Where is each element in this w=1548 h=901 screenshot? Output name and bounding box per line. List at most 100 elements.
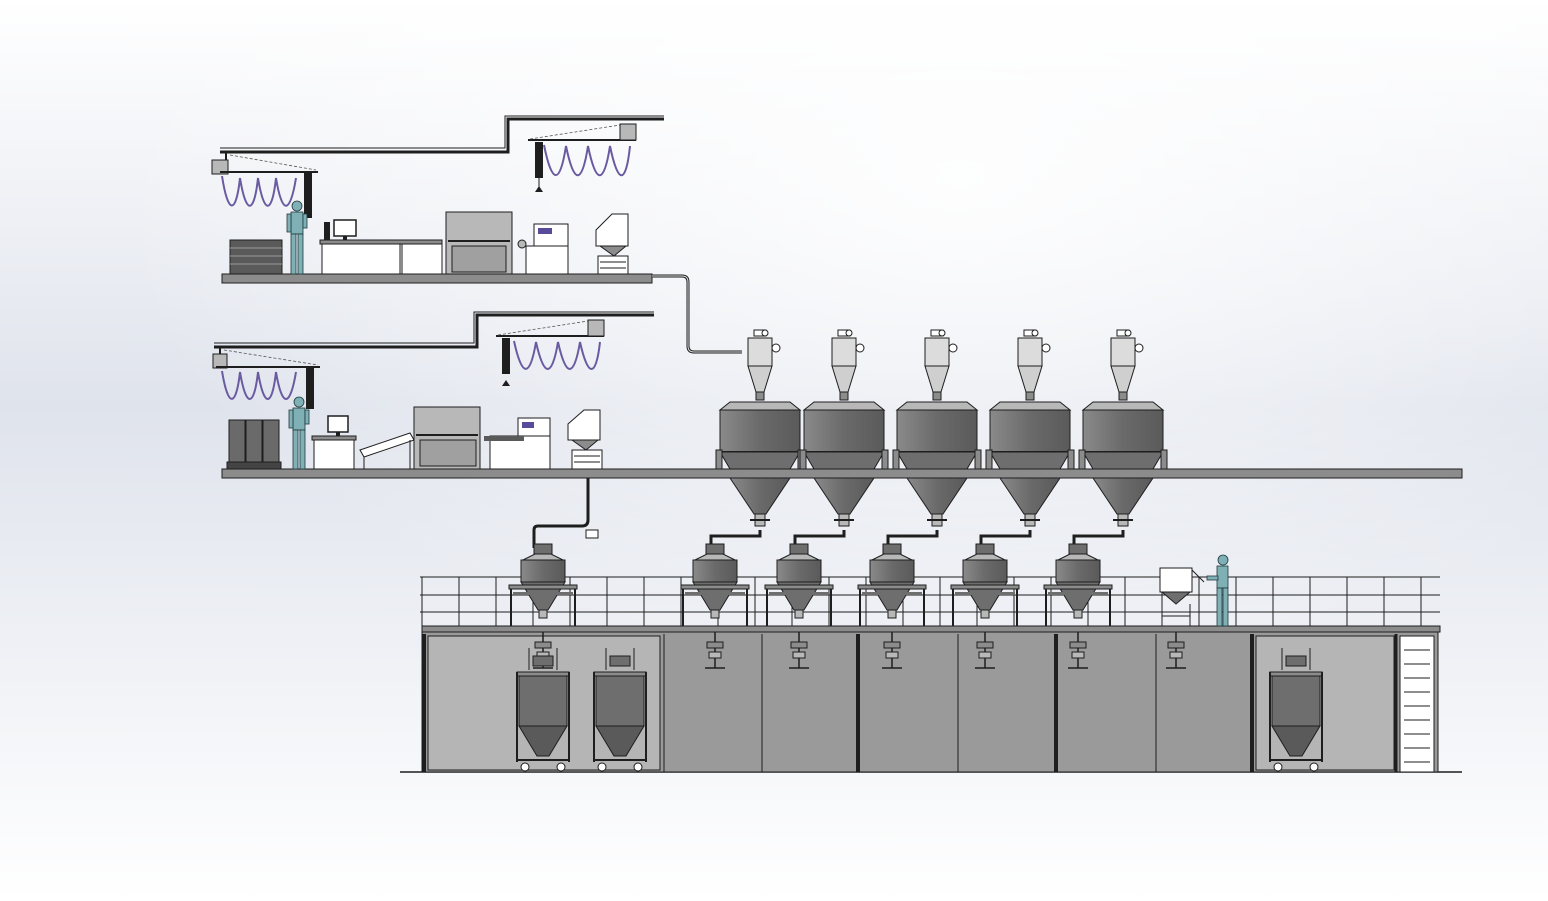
valve-flange	[885, 651, 899, 659]
vacuum-receiver	[924, 337, 950, 367]
loader-head	[1068, 543, 1088, 555]
platform-mini-hopper	[1159, 567, 1205, 626]
air-hose	[221, 370, 297, 400]
tote-body	[518, 675, 568, 727]
drum-stack	[226, 419, 282, 470]
discharge-valve-5	[975, 632, 995, 669]
hopper-outlet	[794, 609, 804, 619]
silo-lower-shell	[989, 451, 1071, 470]
mixing-hopper-3	[764, 530, 846, 626]
balancer-hoist	[304, 172, 312, 218]
silo-leg	[985, 449, 993, 470]
operator-2	[288, 396, 310, 470]
tote-caster	[556, 762, 566, 772]
tote-body	[595, 675, 645, 727]
mixing-hopper-1	[508, 524, 599, 626]
air-hose	[543, 144, 631, 177]
mixing-hopper-row	[508, 524, 1125, 626]
silo-leg	[715, 449, 723, 470]
overhead-rail-edge	[214, 311, 654, 344]
enclosure-panels	[422, 634, 1398, 772]
filter-gauge	[1041, 343, 1051, 353]
pipe-flange	[585, 529, 599, 539]
ibc-tote-row	[516, 648, 1323, 772]
silo-roof	[718, 401, 802, 411]
balancer-hoist	[306, 367, 314, 409]
silo-leg	[881, 449, 889, 470]
bag-pallet-stack	[229, 239, 283, 275]
filter-gauge	[1134, 343, 1144, 353]
hopper-frame-beam	[680, 584, 750, 590]
operator-1	[286, 200, 308, 275]
valve-flange	[978, 651, 992, 659]
valve-body	[976, 641, 994, 649]
tote-cone	[595, 725, 645, 757]
loader-head	[533, 543, 553, 555]
hopper-frame-brace	[862, 592, 922, 595]
mixing-hopper-6	[1043, 530, 1125, 626]
hopper-shell	[692, 559, 738, 583]
overhead-rail-edge	[220, 115, 664, 149]
upper-station-1	[211, 115, 742, 354]
discharge-valve-4	[882, 632, 902, 669]
silo-leg	[799, 449, 807, 470]
valve-flange	[1169, 651, 1183, 659]
tote-lid	[516, 671, 570, 677]
control-cabinet	[484, 417, 551, 470]
receiver-outlet	[932, 391, 942, 401]
receiver-outlet	[839, 391, 849, 401]
jib-crane-right	[528, 123, 637, 192]
overhead-rail	[220, 117, 664, 154]
valve-body	[883, 641, 901, 649]
tote-lid	[1269, 671, 1323, 677]
weighing-machine	[445, 211, 513, 275]
storage-silo-5	[1078, 329, 1168, 527]
hopper-shell	[962, 559, 1008, 583]
operator-3	[1206, 554, 1229, 627]
bag-dump-station	[595, 213, 629, 275]
filter-gauge	[855, 343, 865, 353]
transfer-pipe-1-inner	[652, 275, 742, 353]
hopper-outlet	[538, 609, 548, 619]
storage-silo-row	[715, 329, 1168, 527]
transfer-pipe-2	[560, 478, 590, 528]
balancer-hoist	[535, 142, 543, 178]
tote-caster	[597, 762, 607, 772]
storage-silo-2	[799, 329, 889, 527]
hopper-frame-brace	[1048, 592, 1108, 595]
vacuum-receiver	[831, 337, 857, 367]
silo-roof	[988, 401, 1072, 411]
silo-roof	[802, 401, 886, 411]
feed-line	[1072, 530, 1125, 548]
vacuum-fitting	[1031, 329, 1039, 337]
hopper-shell	[1055, 559, 1101, 583]
silo-cone	[906, 477, 968, 515]
valve-body	[534, 641, 552, 649]
silo-shell	[803, 409, 885, 453]
vacuum-fitting	[845, 329, 853, 337]
silo-roof	[1081, 401, 1165, 411]
feed-line	[793, 530, 846, 548]
valve-body	[706, 641, 724, 649]
silo-shell	[989, 409, 1071, 453]
control-cabinet	[517, 223, 569, 275]
vacuum-fitting	[1124, 329, 1132, 337]
tote-caster	[520, 762, 530, 772]
silo-shell	[719, 409, 801, 453]
silo-leg	[1067, 449, 1075, 470]
main-mezzanine-floor	[221, 468, 1463, 479]
tote-filler-head	[532, 655, 554, 667]
tote-lid	[593, 671, 647, 677]
vacuum-receiver	[1110, 337, 1136, 367]
upper-platform-deck	[421, 625, 1441, 633]
control-workstation	[319, 219, 443, 275]
receiver-outlet	[1025, 391, 1035, 401]
hopper-frame-brace	[685, 592, 745, 595]
loader-head	[882, 543, 902, 555]
vacuum-receiver	[747, 337, 773, 367]
tote-cone	[518, 725, 568, 757]
jib-crane-right	[496, 319, 605, 386]
mixing-hopper-5	[950, 530, 1032, 626]
hopper-frame-beam	[764, 584, 834, 590]
